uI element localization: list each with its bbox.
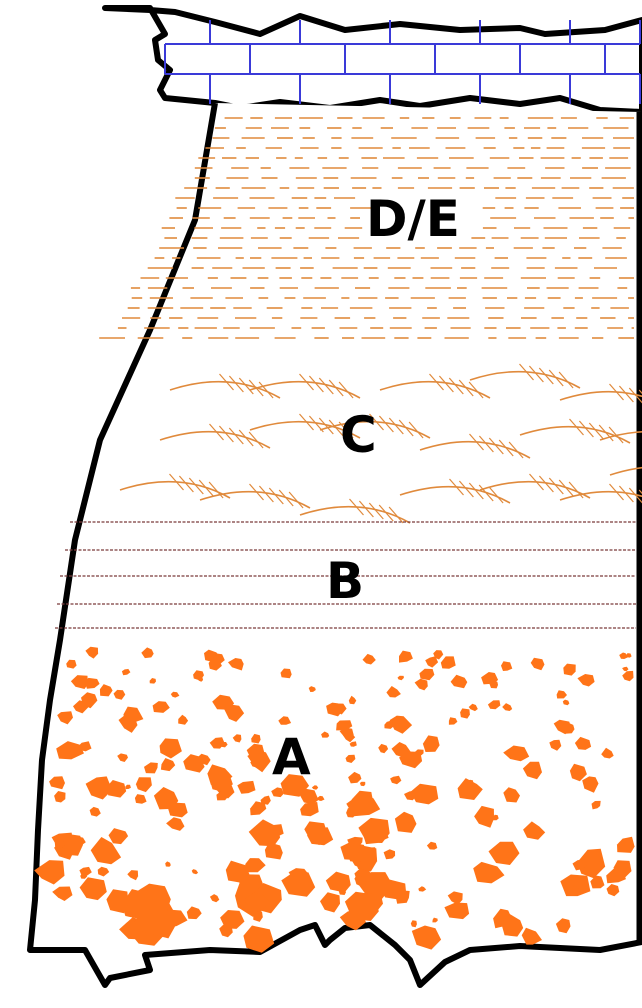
brick-cap-layer xyxy=(105,8,642,112)
layer-b-label: B xyxy=(326,552,364,610)
column-outline xyxy=(30,103,642,985)
layer-de-label: D/E xyxy=(366,190,460,248)
brick-cap-outline xyxy=(105,8,642,112)
layer-c-label: C xyxy=(340,406,377,464)
layer-a-label: A xyxy=(272,728,311,786)
